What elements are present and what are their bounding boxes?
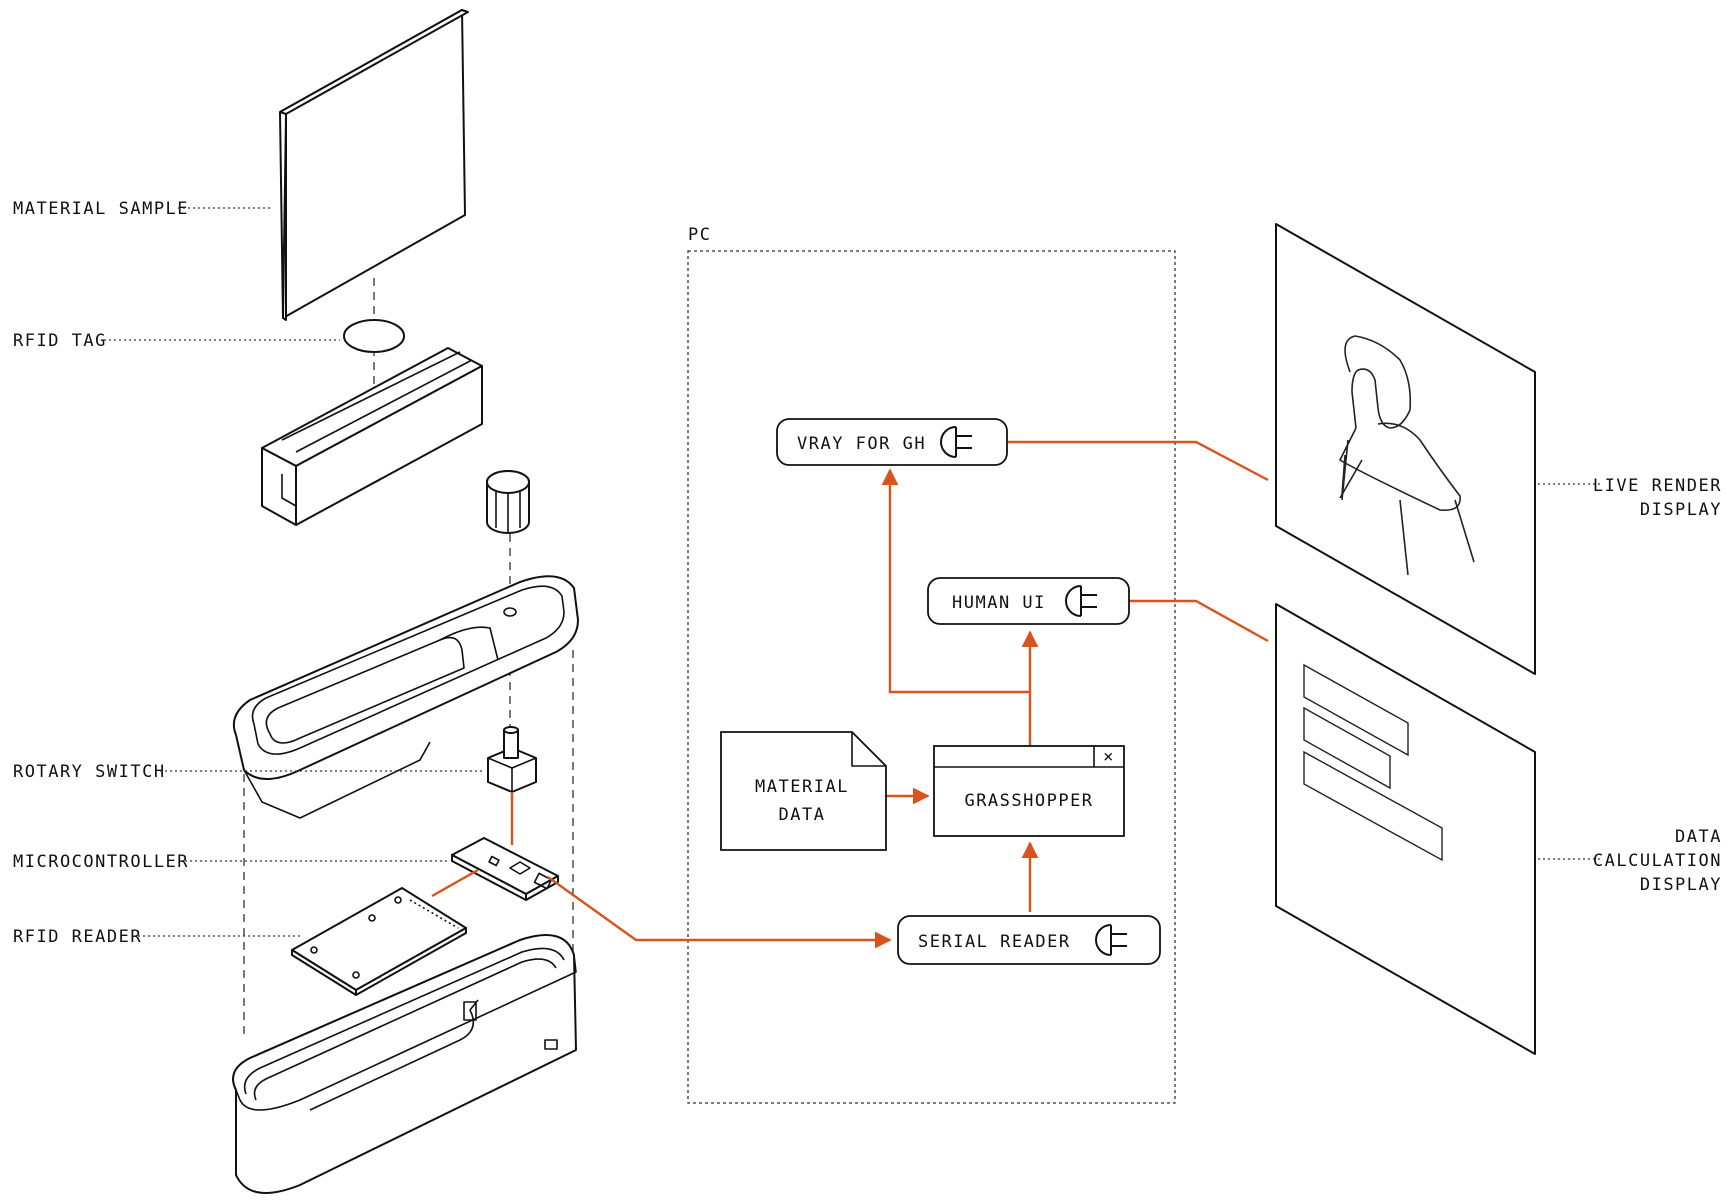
human-ui-label: HUMAN UI [952,593,1046,613]
plug-icon [1095,924,1127,956]
connection-wire [431,868,479,898]
label-material-sample: MATERIAL SAMPLE [13,199,189,219]
label-rotary-switch: ROTARY SWITCH [13,762,166,782]
label-live-render-display: DISPLAY [1640,500,1722,520]
data-bar-chart-icon [1303,663,1443,862]
label-rfid-tag: RFID TAG [13,331,107,351]
vray-label: VRAY FOR GH [797,434,926,454]
rotary-knob [486,470,530,534]
live-render-display [1275,223,1536,675]
human-ui-node: HUMAN UI [927,577,1130,625]
label-calculation: CALCULATION [1593,851,1722,871]
label-live-render: LIVE RENDER [1593,476,1722,496]
vray-to-render-wire [1008,440,1269,482]
pc-label: PC [688,225,711,245]
microcontroller-board [451,837,559,901]
base-case [232,934,577,1194]
serial-reader-label: SERIAL READER [918,932,1071,952]
vray-for-gh-node: VRAY FOR GH [776,418,1008,466]
grasshopper-to-vray-arrow [881,468,1030,694]
pc-boundary [687,250,1176,1104]
top-case [232,575,579,819]
material-data-label-2: DATA [779,805,826,825]
rfid-tag-disc [343,319,405,353]
label-rfid-reader: RFID READER [13,927,142,947]
sample-holder-block [261,347,483,526]
chair-icon [1338,335,1475,576]
grasshopper-window: × GRASSHOPPER [933,745,1125,837]
label-calc-display: DISPLAY [1640,875,1722,895]
label-microcontroller: MICROCONTROLLER [13,852,189,872]
serial-flow-arrow [547,876,892,949]
rotary-switch-part [487,726,537,793]
close-icon: × [1103,747,1115,767]
material-data-document: MATERIAL DATA [720,731,887,851]
plug-icon [1065,585,1097,617]
plug-icon [940,426,972,458]
label-data: DATA [1675,827,1722,847]
rfid-reader-board [291,887,467,996]
humanui-to-calc-wire [1130,599,1269,643]
material-data-label-1: MATERIAL [755,777,849,797]
data-calculation-display [1275,603,1536,1055]
material-sample-panel [279,9,469,321]
grasshopper-label: GRASSHOPPER [964,791,1093,811]
serial-reader-node: SERIAL READER [897,915,1161,965]
